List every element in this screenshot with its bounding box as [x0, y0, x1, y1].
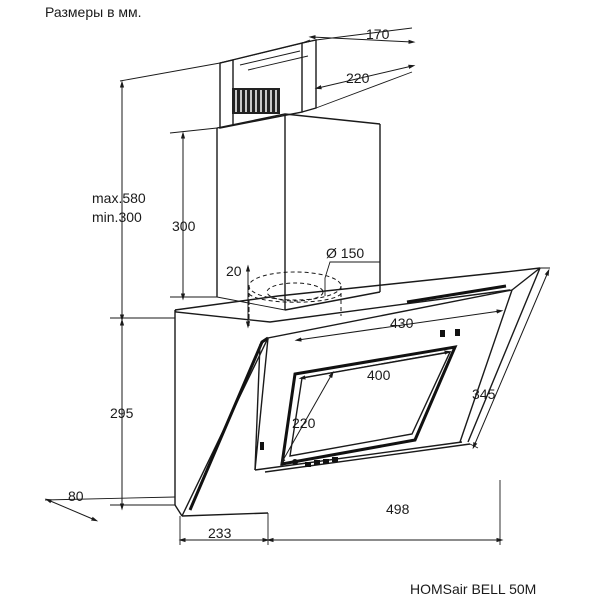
dim-side-depth: 233 [208, 525, 232, 541]
model-name: HOMSair BELL 50M [410, 581, 536, 597]
dim-duct-diameter: Ø 150 [326, 245, 364, 261]
dim-top-width: 430 [390, 315, 414, 331]
dim-body-height: 295 [110, 405, 134, 421]
dim-filter-height: 220 [292, 415, 316, 431]
vent-slots-icon [232, 88, 280, 114]
dim-body-depth: 345 [472, 386, 496, 402]
dim-chimney-depth: 170 [366, 26, 390, 42]
chimney-cover [216, 39, 381, 311]
dim-total-width: 498 [386, 501, 410, 517]
dim-chimney-cover: 300 [172, 218, 196, 234]
units-note: Размеры в мм. [45, 4, 142, 20]
dim-filter-width: 400 [367, 367, 391, 383]
dimension-lines [44, 27, 550, 545]
dim-chimney-width: 220 [346, 70, 370, 86]
dim-chimney-min: min.300 [92, 209, 142, 225]
dim-chimney-max: max.580 [92, 190, 146, 206]
air-duct [248, 271, 342, 326]
dim-duct-offset: 20 [226, 263, 242, 279]
dim-base-depth: 80 [68, 488, 84, 504]
